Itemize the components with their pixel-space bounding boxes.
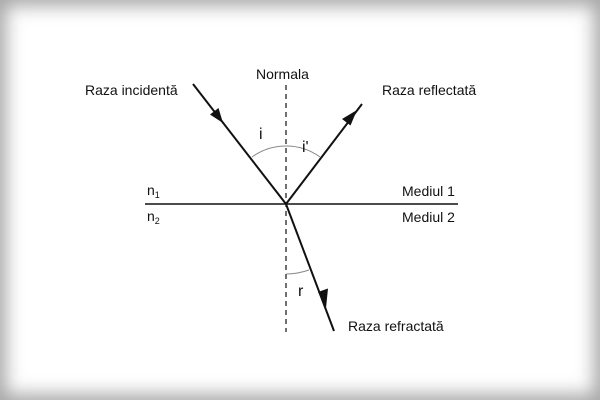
n1-label: n1 [147, 182, 160, 200]
incident-ray [192, 83, 287, 205]
refracted-ray-arrowhead [318, 288, 328, 308]
angle-i-label: i [259, 126, 263, 143]
angle-r-label: r [298, 283, 304, 300]
refracted-ray [285, 203, 335, 332]
medium1-label: Mediul 1 [402, 183, 455, 199]
angle-i-arc [251, 145, 287, 158]
incident-ray-label: Raza incidentă [85, 82, 178, 98]
normal-label: Normala [256, 66, 309, 82]
refracted-ray-label: Raza refractată [348, 318, 444, 334]
angle-r-arc [285, 269, 310, 275]
reflected-ray-label: Raza reflectată [382, 82, 476, 98]
n2-label: n2 [147, 208, 160, 226]
angle-i-prime-label: i' [302, 139, 309, 156]
angle-i-prime-arc [285, 145, 321, 158]
incident-ray-arrowhead [210, 108, 223, 123]
medium2-label: Mediul 2 [402, 209, 455, 225]
reflected-ray-arrowhead [342, 110, 357, 126]
